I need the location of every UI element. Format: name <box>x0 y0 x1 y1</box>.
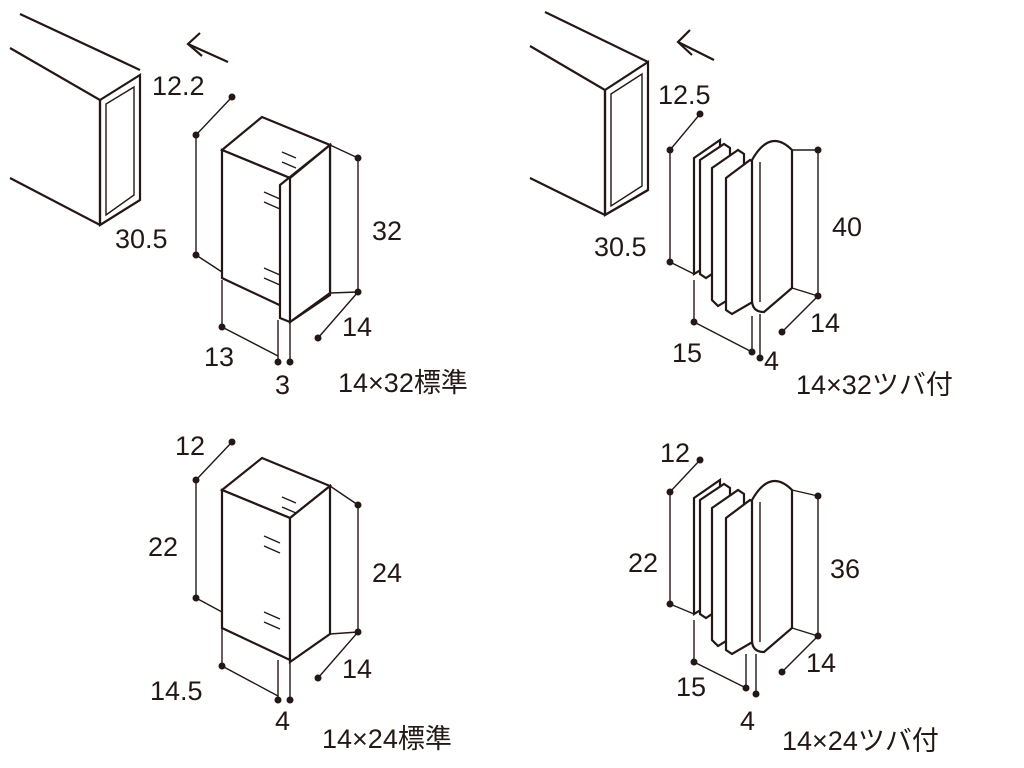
dimension-lines <box>666 456 822 698</box>
dim-cap-depth: 14 <box>342 654 372 684</box>
dimension-lines <box>666 110 822 362</box>
insertion-arrow-icon <box>186 32 229 64</box>
figure-14x32-standard: 12.2 30.5 32 14 13 3 14×32標準 <box>9 13 468 400</box>
dim-flange: 4 <box>764 346 779 376</box>
dimension-lines <box>192 93 362 366</box>
figure-14x24-standard: 12 22 24 14 14.5 4 14×24標準 <box>148 431 452 754</box>
rectangular-tube <box>529 11 650 217</box>
dim-insert-depth: 14.5 <box>150 676 203 706</box>
dim-insert-depth: 15 <box>676 672 706 702</box>
dim-flange: 4 <box>740 706 755 736</box>
end-cap-standard <box>219 456 333 665</box>
dim-insert-depth: 13 <box>204 342 234 372</box>
dim-cap-height: 32 <box>372 216 402 246</box>
caption: 14×24標準 <box>322 724 452 754</box>
figure-14x32-flange: 12.5 30.5 40 14 15 4 14×32ツバ付 <box>529 11 953 400</box>
dim-cap-depth: 14 <box>810 308 840 338</box>
dimension-lines <box>192 438 362 704</box>
end-cap-standard <box>219 115 333 325</box>
dim-flange: 3 <box>275 370 290 400</box>
dim-flange: 4 <box>275 706 290 736</box>
dim-tube-height: 22 <box>628 548 658 578</box>
dim-insert-depth: 15 <box>672 338 702 368</box>
dim-tube-height: 30.5 <box>115 224 168 254</box>
dim-cap-height: 36 <box>830 554 860 584</box>
dim-cap-depth: 14 <box>342 312 372 342</box>
insertion-arrow-icon <box>676 29 715 61</box>
dim-tube-height: 30.5 <box>594 232 647 262</box>
dim-tube-width: 12 <box>660 438 690 468</box>
dim-cap-height: 40 <box>832 212 862 242</box>
dim-tube-width: 12.2 <box>152 71 205 101</box>
dim-cap-height: 24 <box>372 558 402 588</box>
dim-tube-width: 12 <box>175 431 205 461</box>
dim-cap-depth: 14 <box>806 648 836 678</box>
rectangular-tube <box>9 13 142 227</box>
caption: 14×24ツバ付 <box>782 726 939 756</box>
figure-14x24-flange: 12 22 36 14 15 4 14×24ツバ付 <box>628 438 939 756</box>
caption: 14×32ツバ付 <box>796 370 953 400</box>
dim-tube-height: 22 <box>148 532 178 562</box>
end-cap-flange <box>692 137 794 316</box>
dim-tube-width: 12.5 <box>658 80 711 110</box>
end-cap-flange <box>692 477 794 656</box>
caption: 14×32標準 <box>338 368 468 398</box>
